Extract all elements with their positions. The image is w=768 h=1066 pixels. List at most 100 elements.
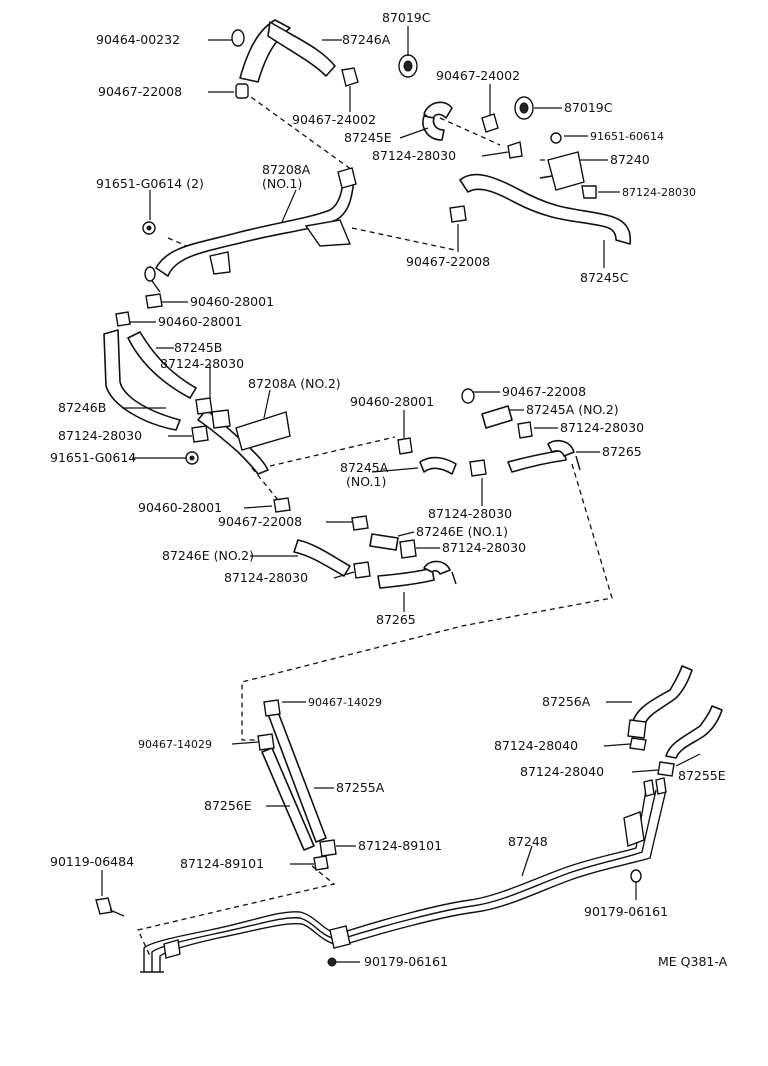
clamp-87124-f [399, 539, 417, 559]
label-87256a: 87256A [542, 694, 591, 709]
hose-87246e-no1 [369, 533, 399, 551]
hose-87245a-no2 [481, 405, 513, 429]
pipe-87255a [261, 711, 327, 851]
hose-87245c [459, 173, 632, 245]
label-87246b: 87246B [58, 400, 106, 415]
dashed-connections [137, 91, 613, 957]
label-87124-28030-g: 87124-28030 [442, 540, 526, 555]
clamp-87124-mid-a [195, 397, 213, 415]
label-90179-06161-a: 90179-06161 [584, 904, 668, 919]
valve-87240 [539, 132, 585, 191]
pipe-87208a-no1 [144, 167, 357, 293]
label-90460-28001-c: 90460-28001 [350, 394, 434, 409]
label-87265-a: 87265 [602, 444, 642, 459]
label-87124-28040-b: 87124-28040 [520, 764, 604, 779]
label-90467-22008-a: 90467-22008 [98, 84, 182, 99]
label-91651-g0614: 91651-G0614 [50, 450, 136, 465]
clamp-87124-right [581, 185, 597, 199]
clamp-90467-g [351, 515, 369, 531]
clamp-87124-mid-b [191, 425, 209, 443]
label-90179-06161-b: 90179-06161 [364, 954, 448, 969]
label-90467-14029-b: 90467-14029 [138, 738, 212, 751]
label-87256e: 87256E [204, 798, 252, 813]
label-91651-60614: 91651-60614 [590, 130, 664, 143]
label-90467-14029-a: 90467-14029 [308, 696, 382, 709]
label-90460-28001-d: 90460-28001 [138, 500, 222, 515]
label-90467-22008-b: 90467-22008 [406, 254, 490, 269]
clamp-90467-mid [449, 205, 467, 223]
clamp-90460-a [145, 293, 163, 309]
clamp-87124-top [507, 141, 523, 159]
clamp-87124-28040-a [629, 737, 647, 751]
hose-87246a [239, 19, 336, 83]
clamp-87124-89101-a [319, 839, 337, 857]
clamp-87124-e [469, 459, 487, 477]
clip-90179-b [327, 957, 337, 967]
clip-90179-a [630, 869, 642, 883]
label-87019c-b: 87019C [564, 100, 613, 115]
label-87124-28030-e: 87124-28030 [58, 428, 142, 443]
grommet-87019c-b [514, 96, 534, 120]
label-90467-24002-a: 90467-24002 [292, 112, 376, 127]
label-90460-28001-a: 90460-28001 [190, 294, 274, 309]
label-87124-28030-f: 87124-28030 [428, 506, 512, 521]
clamp-90460-b [115, 311, 131, 327]
label-87255a: 87255A [336, 780, 385, 795]
label-87248: 87248 [508, 834, 548, 849]
part-labels: 90464-00232 87246A 87019C 90467-22008 90… [50, 10, 728, 969]
label-87019c-a: 87019C [382, 10, 431, 25]
label-90467-22008-d: 90467-22008 [218, 514, 302, 529]
label-no1-b: (NO.1) [346, 474, 386, 489]
bolt-91651-a [142, 221, 156, 235]
label-87245e: 87245E [344, 130, 392, 145]
leader-lines [101, 26, 701, 963]
bolt-90119 [95, 897, 125, 917]
label-87208a: 87208A [262, 162, 311, 177]
hose-87246e-no2 [293, 539, 351, 577]
label-90464-00232: 90464-00232 [96, 32, 180, 47]
clamp-90460-d [397, 437, 413, 455]
clamp-87124-28040-b [657, 761, 675, 777]
label-87246e-no1: 87246E (NO.1) [416, 524, 508, 539]
clamp-90464 [231, 29, 245, 47]
label-90460-28001-b: 90460-28001 [158, 314, 242, 329]
label-87255e: 87255E [678, 768, 726, 783]
label-90119-06484: 90119-06484 [50, 854, 134, 869]
hose-87246b [103, 329, 181, 431]
bolt-91651-b [185, 451, 199, 465]
label-87124-28030-b: 87124-28030 [622, 186, 696, 199]
hose-87245e [422, 101, 453, 141]
clamp-90467-14029-a [263, 699, 281, 717]
label-90467-24002-b: 90467-24002 [436, 68, 520, 83]
label-90467-22008-c: 90467-22008 [502, 384, 586, 399]
clamp-90467-top [235, 83, 249, 99]
pipe-87208a-no2 [197, 409, 291, 475]
label-87246a: 87246A [342, 32, 391, 47]
clamp-87124-right-b [517, 421, 533, 439]
label-87240: 87240 [610, 152, 650, 167]
label-no1-a: (NO.1) [262, 176, 302, 191]
pipe-87265-right [507, 439, 581, 473]
label-87124-89101-b: 87124-89101 [180, 856, 264, 871]
label-87246e-no2: 87246E (NO.2) [162, 548, 254, 563]
clamp-90460-c [273, 497, 291, 513]
label-87124-28030-a: 87124-28030 [372, 148, 456, 163]
label-91651-g0614-2: 91651-G0614 (2) [96, 176, 204, 191]
label-87245c: 87245C [580, 270, 629, 285]
label-87245a-no2: 87245A (NO.2) [526, 402, 619, 417]
grommet-87019c-a [398, 54, 418, 78]
label-87265-b: 87265 [376, 612, 416, 627]
clamp-90467-24002-a [341, 67, 359, 87]
pipe-87265-lower [377, 560, 457, 589]
label-87124-28030-h: 87124-28030 [224, 570, 308, 585]
label-87124-28030-c: 87124-28030 [160, 356, 244, 371]
hose-87245a-no1 [419, 456, 457, 475]
clamp-90467-14029-b [257, 733, 275, 751]
clamp-90467-right [461, 388, 475, 404]
pipe-87248 [140, 777, 667, 973]
clamp-87124-89101-b [313, 855, 329, 871]
clamp-90467-24002-b [481, 113, 499, 133]
hose-87256a [627, 665, 693, 739]
